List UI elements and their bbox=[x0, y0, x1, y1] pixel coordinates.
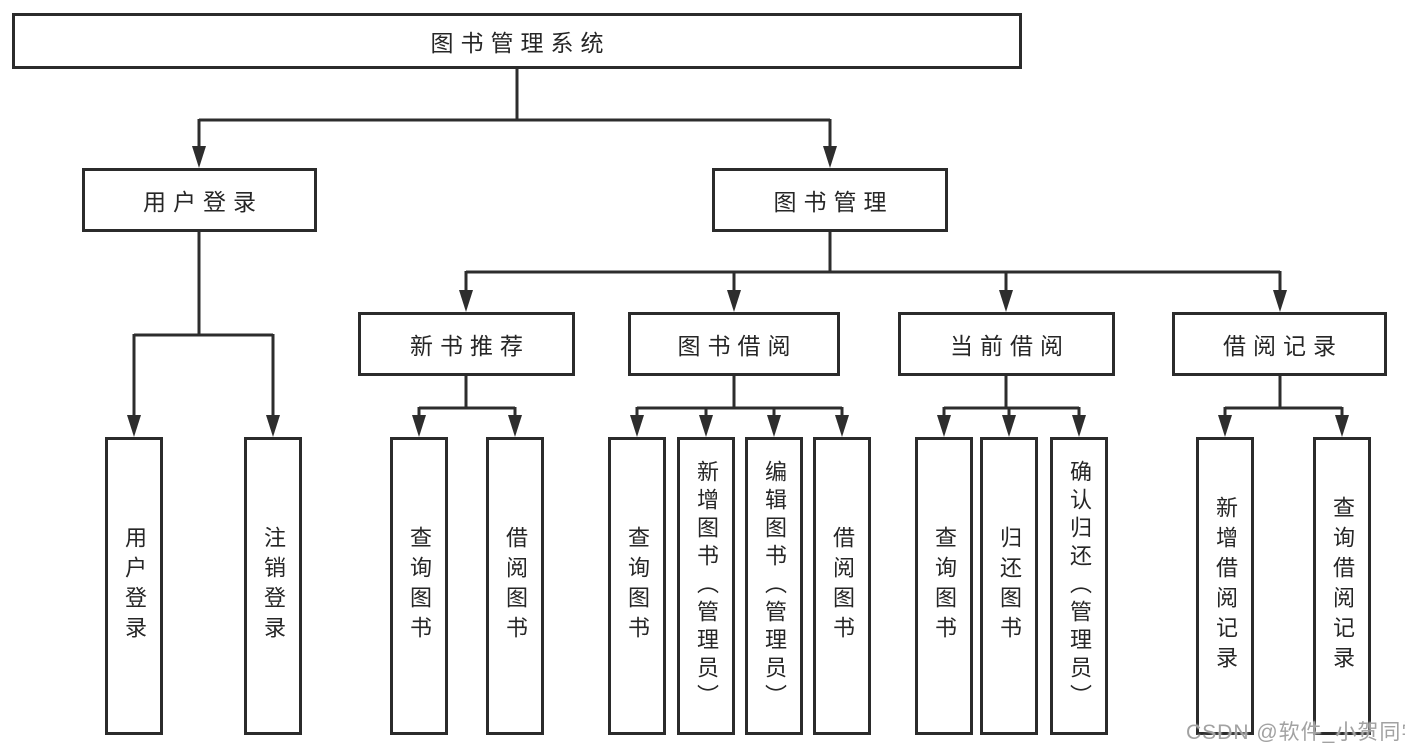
leaf-add-book-admin: 新增图书（管理员） bbox=[677, 437, 735, 735]
leaf-query-borrow-record: 查询借阅记录 bbox=[1313, 437, 1371, 735]
connector-borrow-records-to-leaves bbox=[1218, 376, 1349, 437]
leaf-label: 查询图书 bbox=[932, 526, 957, 646]
leaf-label: 编辑图书（管理员） bbox=[762, 460, 787, 712]
leaf-return-book: 归还图书 bbox=[980, 437, 1038, 735]
leaf-edit-book-admin: 编辑图书（管理员） bbox=[745, 437, 803, 735]
leaf-logout: 注销登录 bbox=[244, 437, 302, 735]
leaf-label: 新增借阅记录 bbox=[1213, 496, 1238, 676]
leaf-label: 归还图书 bbox=[997, 526, 1022, 646]
leaf-label: 查询图书 bbox=[625, 526, 650, 646]
node-new-book-recommend: 新书推荐 bbox=[358, 312, 575, 376]
leaf-label: 用户登录 bbox=[122, 526, 147, 646]
leaf-label: 借阅图书 bbox=[830, 526, 855, 646]
node-borrow-records: 借阅记录 bbox=[1172, 312, 1387, 376]
leaf-label: 确认归还（管理员） bbox=[1067, 460, 1092, 712]
connector-current-borrow-to-leaves bbox=[937, 376, 1086, 437]
node-book-borrow: 图书借阅 bbox=[628, 312, 840, 376]
leaf-add-borrow-record: 新增借阅记录 bbox=[1196, 437, 1254, 735]
node-user-login: 用户登录 bbox=[82, 168, 317, 232]
csdn-watermark: CSDN @软件_小贺同学 bbox=[1186, 721, 1405, 744]
leaf-borrow-book: 借阅图书 bbox=[813, 437, 871, 735]
connector-new-book-to-leaves bbox=[412, 376, 522, 437]
leaf-query-book-current: 查询图书 bbox=[915, 437, 973, 735]
node-library-system: 图书管理系统 bbox=[12, 13, 1022, 69]
leaf-label: 借阅图书 bbox=[503, 526, 528, 646]
leaf-user-login: 用户登录 bbox=[105, 437, 163, 735]
connector-book-borrow-to-leaves bbox=[630, 376, 849, 437]
node-book-management: 图书管理 bbox=[712, 168, 948, 232]
node-current-borrow: 当前借阅 bbox=[898, 312, 1115, 376]
connector-user-login-to-leaves bbox=[127, 232, 280, 437]
leaf-label: 查询图书 bbox=[407, 526, 432, 646]
leaf-label: 新增图书（管理员） bbox=[694, 460, 719, 712]
leaf-query-book-borrow: 查询图书 bbox=[608, 437, 666, 735]
leaf-label: 查询借阅记录 bbox=[1330, 496, 1355, 676]
connector-root-to-level2 bbox=[192, 69, 837, 168]
connector-book-mgmt-to-level3 bbox=[459, 232, 1287, 312]
leaf-confirm-return-admin: 确认归还（管理员） bbox=[1050, 437, 1108, 735]
leaf-query-book-newbook: 查询图书 bbox=[390, 437, 448, 735]
leaf-borrow-book-newbook: 借阅图书 bbox=[486, 437, 544, 735]
leaf-label: 注销登录 bbox=[261, 526, 286, 646]
